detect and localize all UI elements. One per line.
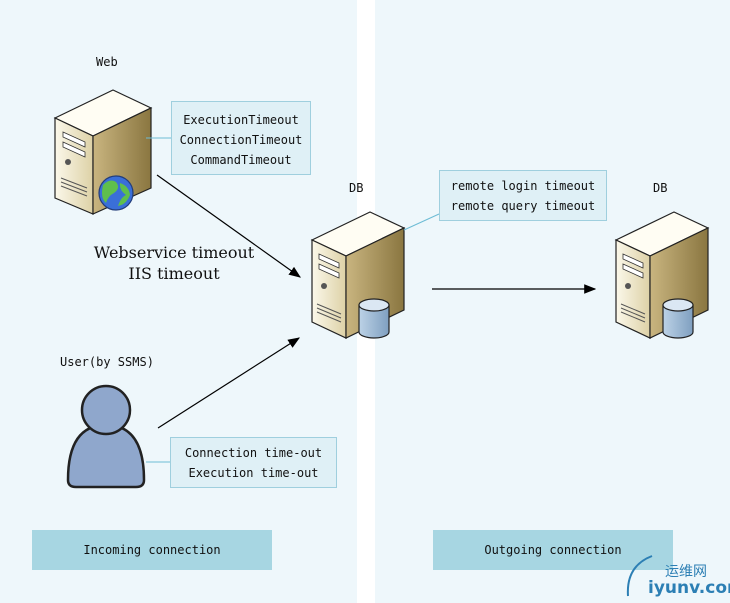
callout-line: CommandTimeout xyxy=(190,153,292,167)
globe-icon xyxy=(98,175,134,211)
callout-line: remote login timeout xyxy=(450,179,596,193)
arrow-icon xyxy=(156,174,301,278)
watermark-cn: 运维网 xyxy=(665,564,707,580)
db-label: DB xyxy=(349,181,364,195)
web-label: Web xyxy=(96,55,118,69)
db-server-icon xyxy=(310,211,406,339)
callout-connector xyxy=(403,213,440,231)
webservice-line: IIS timeout xyxy=(128,264,220,283)
remote-timeout-callout: remote login timeout remote query timeou… xyxy=(439,170,607,221)
webservice-line: Webservice timeout xyxy=(93,243,255,262)
webservice-timeout-text: Webservice timeout IIS timeout xyxy=(84,242,264,284)
callout-line: ExecutionTimeout xyxy=(183,113,299,127)
callout-line: ConnectionTimeout xyxy=(179,133,303,147)
user-icon xyxy=(66,384,146,489)
user-timeout-callout: Connection time-out Execution time-out xyxy=(170,437,337,488)
incoming-connection-label: Incoming connection xyxy=(32,530,272,570)
database-icon xyxy=(358,298,390,339)
web-timeout-callout: ExecutionTimeout ConnectionTimeout Comma… xyxy=(171,101,311,175)
incoming-zone xyxy=(0,0,357,603)
database-icon xyxy=(662,298,694,339)
callout-line: Execution time-out xyxy=(188,466,319,480)
user-label: User(by SSMS) xyxy=(60,355,154,369)
outgoing-connection-label: Outgoing connection xyxy=(433,530,673,570)
callout-line: Connection time-out xyxy=(184,446,323,460)
db-label: DB xyxy=(653,181,668,195)
arrow-icon xyxy=(157,337,301,429)
watermark-en: iyunv.com xyxy=(648,578,730,598)
db-server-icon xyxy=(614,211,710,339)
callout-line: remote query timeout xyxy=(450,199,596,213)
